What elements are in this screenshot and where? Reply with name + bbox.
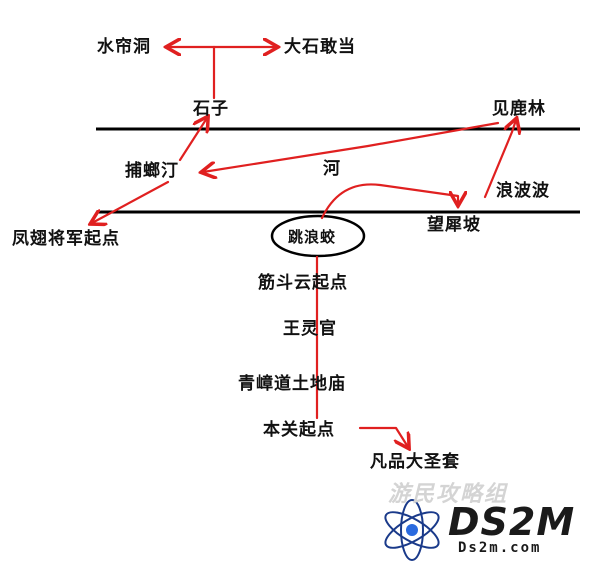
node-qingzhang: 青嶂道土地庙 <box>238 374 346 394</box>
arrow-to-fanpin <box>358 426 408 447</box>
arrow-to-wangxipo <box>320 183 458 220</box>
node-jianlulin: 见鹿林 <box>492 99 546 119</box>
node-shuiliandong: 水帘洞 <box>97 37 151 57</box>
watermark-site-name: 游民攻略组 <box>388 482 509 507</box>
watermark-logo-text: DS2M <box>448 500 576 544</box>
node-shizi: 石子 <box>193 99 229 119</box>
node-benguan: 本关起点 <box>263 420 335 440</box>
arrow-to-shizi <box>178 118 207 162</box>
node-wangxipo: 望犀坡 <box>427 215 481 235</box>
node-wangling: 王灵官 <box>283 319 337 339</box>
node-langbobo: 浪波波 <box>496 181 550 201</box>
node-dashigandang: 大石敢当 <box>284 37 356 57</box>
arrow-to-jianlulin <box>483 120 516 199</box>
node-tiaolangjiao: 跳浪蛟 <box>288 228 337 246</box>
highlight-oval <box>270 214 366 258</box>
arrow-to-bulangting <box>203 121 500 172</box>
node-fanpin: 凡品大圣套 <box>370 452 460 472</box>
node-fengchi: 凤翅将军起点 <box>12 229 120 249</box>
watermark-logo-icon <box>384 499 440 561</box>
node-he: 河 <box>323 159 341 179</box>
watermark-url: Ds2m.com <box>458 540 542 556</box>
arrow-to-fengchi <box>92 180 170 223</box>
node-bulangting: 捕螂汀 <box>125 161 179 181</box>
node-jindou: 筋斗云起点 <box>258 273 348 293</box>
